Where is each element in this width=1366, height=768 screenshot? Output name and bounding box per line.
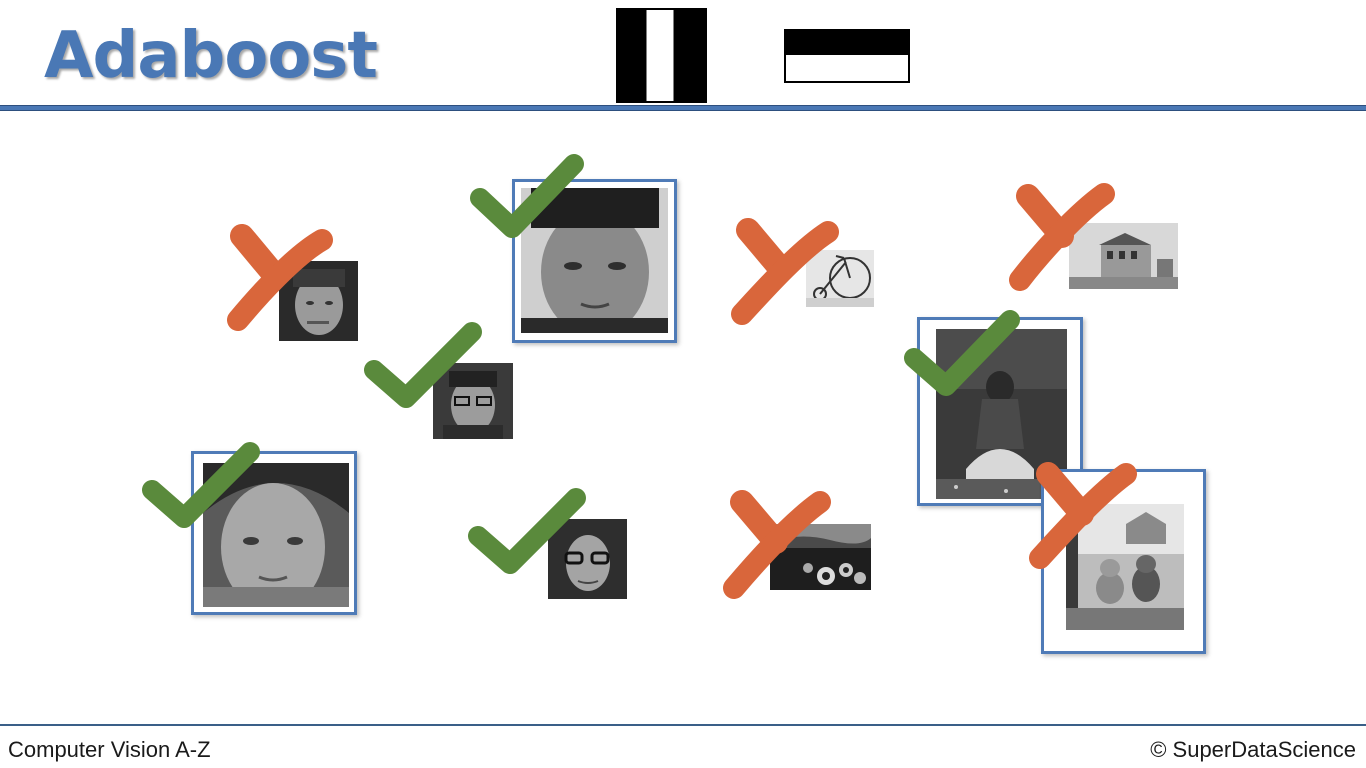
haar-feature-horizontal-icon: [784, 29, 910, 83]
face-image-2: [433, 363, 513, 439]
face-frame-2: [191, 451, 357, 615]
check-icon: [468, 152, 586, 242]
cross-icon: [728, 216, 840, 326]
copyright: © SuperDataScience: [1150, 737, 1356, 762]
check-icon: [466, 486, 588, 578]
header-divider: [0, 105, 1366, 111]
haar-feature-vertical-icon: [616, 8, 707, 103]
bicycle-image: [806, 250, 874, 307]
house-image: [1069, 223, 1178, 289]
course-name: Computer Vision A-Z: [8, 737, 211, 762]
cross-icon: [722, 488, 832, 599]
cross-icon: [224, 224, 334, 331]
face-image-3: [548, 519, 627, 599]
cross-icon: [1006, 182, 1116, 292]
face-frame-1: [512, 179, 677, 343]
check-icon: [140, 440, 262, 532]
cross-icon: [1026, 460, 1138, 570]
check-icon: [362, 320, 484, 412]
slide-title: Adaboost: [44, 19, 378, 93]
check-icon: [902, 308, 1022, 400]
footer-divider: [0, 724, 1366, 726]
